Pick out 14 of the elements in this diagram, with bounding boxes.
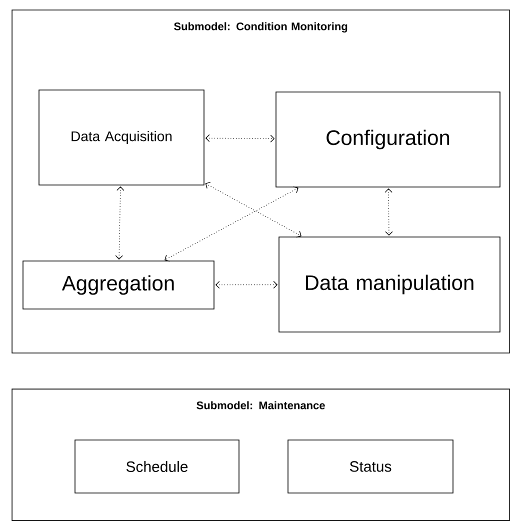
container-heading: Submodel: Maintenance [196,401,325,410]
process-box: Data manipulation [278,236,500,332]
process-box: Status [288,440,454,494]
arrow [215,280,278,289]
arrow [164,186,298,262]
process-box: Data Acquisition [38,90,204,186]
container-heading: Submodel: Condition Monitoring [174,22,348,32]
arrow [205,182,302,238]
arrow [115,186,124,260]
process-box: Schedule [74,440,240,494]
process-box: Aggregation [22,260,214,310]
arrow [205,134,275,142]
process-box: Configuration [276,92,500,188]
arrow [384,188,393,236]
